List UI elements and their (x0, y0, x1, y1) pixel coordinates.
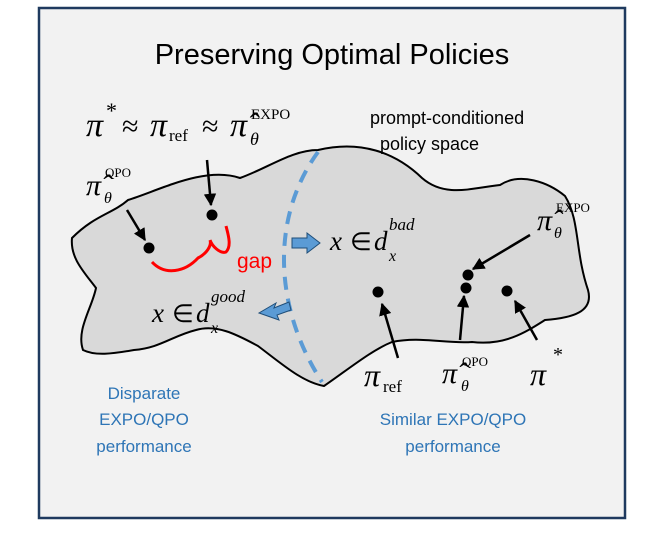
good-prompt-label: x ∈ d x good (151, 287, 246, 337)
arrow-right-qpo (456, 294, 470, 341)
pi-ref-label: π ref (364, 357, 402, 396)
svg-text:≈: ≈ (122, 110, 138, 143)
svg-text:QPO: QPO (105, 165, 131, 180)
svg-text:*: * (106, 98, 117, 123)
svg-text:EXPO: EXPO (251, 107, 290, 123)
svg-text:π: π (530, 356, 547, 392)
svg-text:d: d (196, 298, 210, 328)
svg-text:θ: θ (554, 225, 562, 242)
svg-text:ref: ref (169, 126, 188, 145)
svg-text:d: d (374, 226, 388, 256)
svg-text:θ: θ (461, 378, 469, 395)
svg-text:QPO: QPO (462, 354, 488, 369)
dot-pi-ref (372, 286, 384, 298)
svg-text:performance: performance (96, 437, 191, 456)
dot-left-ref (206, 209, 218, 221)
arrow-top-ref (203, 159, 217, 207)
svg-text:∈: ∈ (350, 229, 372, 256)
svg-text:*: * (553, 344, 563, 366)
svg-text:π: π (364, 357, 381, 393)
svg-text:Disparate: Disparate (108, 384, 181, 403)
gap-label: gap (237, 250, 272, 273)
arrow-pi-star (513, 299, 539, 341)
similar-caption: Similar EXPO/QPO performance (380, 410, 526, 456)
bad-prompt-label: x ∈ d x bad (329, 215, 415, 265)
svg-text:x: x (151, 298, 164, 328)
disparate-caption: Disparate EXPO/QPO performance (96, 384, 191, 456)
svg-text:θ: θ (250, 129, 259, 149)
arrow-right-expo (471, 233, 531, 271)
blue-arrow-right (291, 231, 321, 255)
dashed-divider (282, 150, 324, 384)
blue-arrow-left (257, 301, 292, 321)
arrow-pi-ref (379, 302, 400, 359)
svg-text:π: π (150, 107, 168, 144)
svg-text:∈: ∈ (172, 301, 194, 328)
svg-text:Similar EXPO/QPO: Similar EXPO/QPO (380, 410, 526, 429)
svg-text:EXPO/QPO: EXPO/QPO (99, 410, 189, 429)
svg-text:≈: ≈ (202, 110, 218, 143)
arrow-left-qpo (125, 209, 147, 242)
svg-text:EXPO: EXPO (556, 200, 590, 215)
svg-text:bad: bad (389, 215, 415, 234)
policy-space-region (70, 145, 590, 388)
svg-text:x: x (329, 226, 342, 256)
svg-text:θ: θ (104, 190, 112, 207)
svg-text:x: x (388, 248, 396, 265)
svg-text:performance: performance (405, 437, 500, 456)
dot-right-expo (462, 269, 474, 281)
right-expo-label: π̂ θ EXPO (537, 200, 590, 242)
space-label-line2: policy space (380, 134, 479, 154)
svg-text:π: π (86, 107, 104, 144)
gap-brace (150, 225, 231, 273)
diagram-title: Preserving Optimal Policies (155, 39, 510, 71)
dot-left-qpo (143, 242, 155, 254)
space-label-line1: prompt-conditioned (370, 108, 524, 128)
svg-text:ref: ref (383, 377, 402, 396)
svg-text:x: x (210, 320, 218, 337)
pi-star-label: π * (530, 344, 563, 392)
dot-pi-star (501, 285, 513, 297)
svg-text:good: good (211, 287, 246, 306)
top-equation: π * ≈ π ref ≈ π̂ θ EXPO (86, 98, 290, 149)
dot-right-qpo (460, 282, 472, 294)
